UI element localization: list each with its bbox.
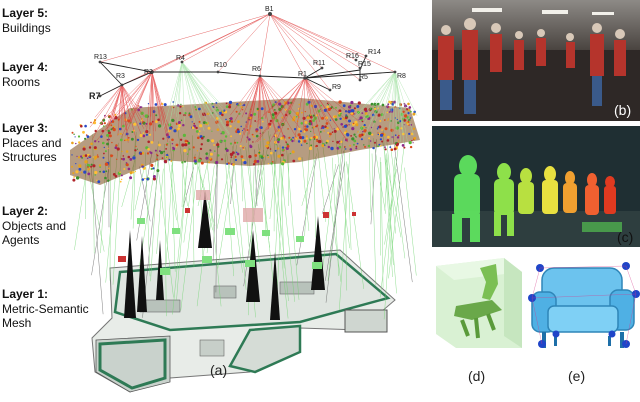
layer-1-title: Layer 1: — [2, 287, 49, 301]
objects-layer — [118, 190, 356, 275]
node-label-r11: R11 — [313, 60, 325, 67]
room-connectivity — [99, 55, 396, 97]
caption-a: (a) — [210, 362, 228, 378]
panel-e-object-mesh — [528, 254, 640, 356]
layer-5-label: Layer 5: Buildings — [2, 6, 51, 35]
places-layer — [70, 98, 420, 185]
layer-3-desc-1: Places and — [2, 135, 62, 150]
human-mesh-image — [432, 126, 640, 247]
layer-1-desc-1: Metric-Semantic — [2, 301, 89, 316]
chair-bbox-image — [436, 258, 522, 348]
layer-3-label: Layer 3: Places and Structures — [2, 121, 61, 165]
caption-b: (b) — [614, 102, 632, 118]
layer-2-title: Layer 2: — [2, 204, 49, 218]
node-label-r14: R14 — [368, 49, 381, 56]
node-label-r13: R13 — [94, 54, 107, 61]
metric-semantic-mesh — [91, 249, 396, 393]
crowd-scene-image — [432, 0, 640, 121]
layer-4-title: Layer 4: — [2, 60, 49, 74]
node-label-r1: R1 — [298, 71, 307, 78]
layer-1-label: Layer 1: Metric-Semantic Mesh — [2, 287, 89, 331]
panel-b-crowd-render — [432, 0, 640, 121]
room-nodes — [98, 12, 397, 98]
node-label-r5: R5 — [359, 74, 368, 81]
layer-4-label: Layer 4: Rooms — [2, 60, 48, 89]
layer-2-label: Layer 2: Objects and Agents — [2, 204, 66, 248]
node-label-b1: B1 — [265, 6, 274, 13]
building-to-room-edges — [99, 13, 396, 97]
layer-2-desc-2: Agents — [2, 233, 40, 247]
node-label-r8: R8 — [397, 73, 406, 80]
node-label-r2: R2 — [144, 69, 153, 76]
panel-c-human-meshes — [432, 126, 640, 247]
node-labels: B1 R13 R3 R2 R4 R10 R6 R11 R1 R16 R14 R1… — [89, 6, 406, 101]
caption-e: (e) — [568, 368, 586, 384]
scene-graph-figure: B1 R13 R3 R2 R4 R10 R6 R11 R1 R16 R14 R1… — [70, 6, 420, 393]
layer-4-desc: Rooms — [2, 74, 41, 89]
layer-2-desc-1: Objects and — [2, 218, 67, 233]
caption-c: (c) — [617, 229, 634, 245]
node-label-r6: R6 — [252, 66, 261, 73]
armchair-image — [528, 262, 640, 348]
caption-d: (d) — [468, 368, 486, 384]
layer-5-title: Layer 5: — [2, 6, 49, 20]
node-label-r4: R4 — [176, 55, 185, 62]
layer-1-desc-2: Mesh — [2, 316, 32, 330]
node-label-r3: R3 — [116, 73, 125, 80]
node-label-r7: R7 — [89, 91, 101, 101]
node-label-r16: R16 — [346, 53, 359, 60]
node-label-r15: R15 — [358, 61, 371, 68]
panel-d-object-bbox — [432, 254, 524, 350]
layer-3-desc-2: Structures — [2, 150, 57, 164]
layer-5-desc: Buildings — [2, 20, 51, 35]
node-label-r9: R9 — [332, 84, 341, 91]
room-to-place-edges — [89, 61, 418, 145]
node-label-r10: R10 — [214, 62, 227, 69]
layer-3-title: Layer 3: — [2, 121, 49, 135]
